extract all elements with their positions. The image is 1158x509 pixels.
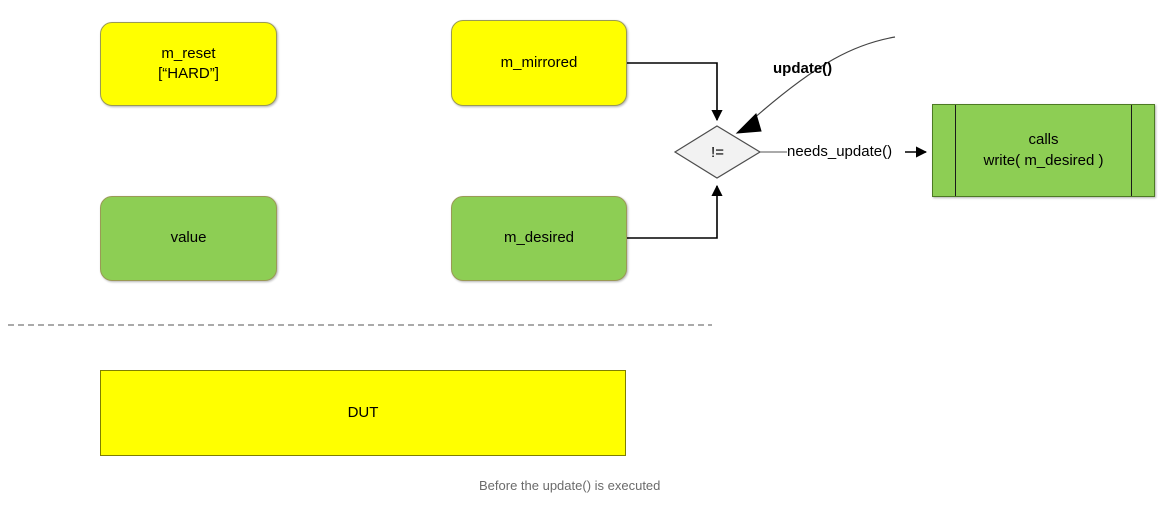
edge-mirrored-to-decision bbox=[627, 62, 723, 122]
edge-label-update: update() bbox=[773, 60, 833, 77]
node-dut-label: DUT bbox=[347, 403, 379, 421]
clipped-top-text bbox=[0, 0, 1158, 3]
node-m-mirrored[interactable]: m_mirrored bbox=[451, 20, 627, 106]
subroutine-right-bar bbox=[1131, 105, 1132, 196]
subroutine-left-bar bbox=[955, 105, 956, 196]
edge-desired-to-decision bbox=[627, 184, 723, 239]
node-m-mirrored-label: m_mirrored bbox=[500, 53, 578, 71]
node-dut[interactable]: DUT bbox=[100, 370, 626, 456]
edge-label-needs-update: needs_update() bbox=[787, 143, 893, 160]
diagram-caption: Before the update() is executed bbox=[479, 478, 661, 493]
node-m-reset[interactable]: m_reset [“HARD”] bbox=[100, 22, 277, 106]
node-m-desired[interactable]: m_desired bbox=[451, 196, 627, 281]
node-m-desired-label: m_desired bbox=[503, 229, 575, 247]
node-value[interactable]: value bbox=[100, 196, 277, 281]
node-calls-write[interactable]: calls write( m_desired ) bbox=[932, 104, 1155, 197]
node-decision[interactable]: != bbox=[675, 126, 760, 178]
node-calls-write-label: calls write( m_desired ) bbox=[983, 131, 1104, 169]
edge-update-annotation bbox=[751, 36, 896, 121]
node-m-reset-label: m_reset [“HARD”] bbox=[158, 44, 219, 82]
node-value-label: value bbox=[170, 229, 207, 247]
node-decision-label: != bbox=[711, 143, 724, 161]
